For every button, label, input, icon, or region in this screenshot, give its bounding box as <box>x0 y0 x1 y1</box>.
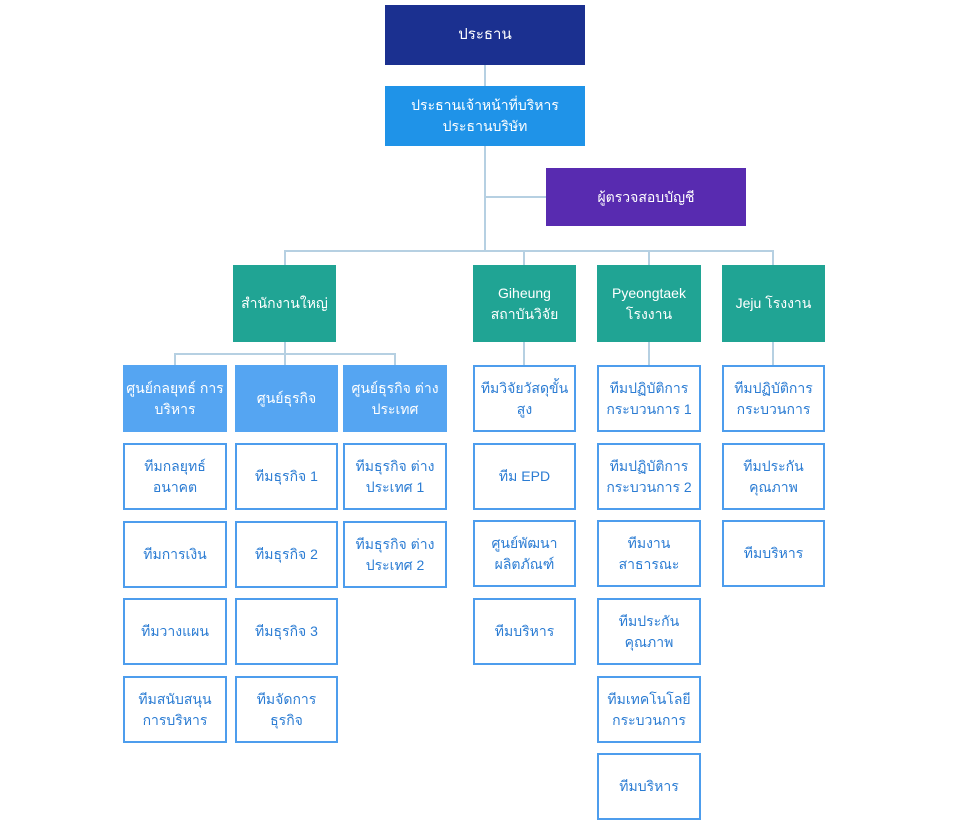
org-node-team: ทีมธุรกิจ ต่างประเทศ 1 <box>343 443 447 510</box>
connector-line <box>284 250 286 265</box>
org-node-team: ทีมบริหาร <box>473 598 576 665</box>
org-node-team: ทีมงาน สาธารณะ <box>597 520 701 587</box>
connector-line <box>523 250 525 265</box>
connector-line <box>772 342 774 365</box>
org-node-team: ทีมประกัน คุณภาพ <box>722 443 825 510</box>
connector-line <box>648 342 650 365</box>
org-node-team: ทีม EPD <box>473 443 576 510</box>
org-node-site-pyeongtaek: Pyeongtaek โรงงาน <box>597 265 701 342</box>
connector-line <box>485 196 546 198</box>
org-node-team: ทีมการเงิน <box>123 521 227 588</box>
org-node-team: ทีมปฏิบัติการ กระบวนการ <box>722 365 825 432</box>
org-node-team: ทีมบริหาร <box>597 753 701 820</box>
connector-line <box>648 250 650 265</box>
org-node-team: ทีมปฏิบัติการ กระบวนการ 1 <box>597 365 701 432</box>
org-node-team: ทีมสนับสนุน การบริหาร <box>123 676 227 743</box>
org-node-team: ทีมวางแผน <box>123 598 227 665</box>
connector-line <box>284 342 286 355</box>
org-node-team: ทีมบริหาร <box>722 520 825 587</box>
org-node-team: ทีมธุรกิจ 3 <box>235 598 338 665</box>
connector-line <box>523 342 525 365</box>
org-node-site-jeju: Jeju โรงงาน <box>722 265 825 342</box>
connector-line <box>484 146 486 252</box>
org-node-team: ทีมเทคโนโลยี กระบวนการ <box>597 676 701 743</box>
org-node-ceo: ประธานเจ้าหน้าที่บริหาร ประธานบริษัท <box>385 86 585 146</box>
connector-line <box>284 250 774 252</box>
org-node-team: ทีมกลยุทธ์ อนาคต <box>123 443 227 510</box>
org-node-center-overseas: ศูนย์ธุรกิจ ต่างประเทศ <box>343 365 447 432</box>
org-node-team: ทีมธุรกิจ 1 <box>235 443 338 510</box>
org-node-auditor: ผู้ตรวจสอบบัญชี <box>546 168 746 226</box>
connector-line <box>772 250 774 265</box>
org-node-site-giheung: Giheung สถาบันวิจัย <box>473 265 576 342</box>
org-node-team: ทีมจัดการ ธุรกิจ <box>235 676 338 743</box>
connector-line <box>394 353 396 365</box>
org-node-team: ทีมธุรกิจ ต่างประเทศ 2 <box>343 521 447 588</box>
connector-line <box>174 353 176 365</box>
org-node-center-business: ศูนย์ธุรกิจ <box>235 365 338 432</box>
org-node-chairman: ประธาน <box>385 5 585 65</box>
org-node-team: ทีมประกัน คุณภาพ <box>597 598 701 665</box>
connector-line <box>484 65 486 86</box>
connector-line <box>284 353 286 365</box>
org-node-team: ศูนย์พัฒนา ผลิตภัณฑ์ <box>473 520 576 587</box>
org-node-team: ทีมปฏิบัติการ กระบวนการ 2 <box>597 443 701 510</box>
org-node-head-office: สำนักงานใหญ่ <box>233 265 336 342</box>
org-node-team: ทีมวิจัยวัสดุขั้นสูง <box>473 365 576 432</box>
org-node-center-strategy: ศูนย์กลยุทธ์ การบริหาร <box>123 365 227 432</box>
org-node-team: ทีมธุรกิจ 2 <box>235 521 338 588</box>
